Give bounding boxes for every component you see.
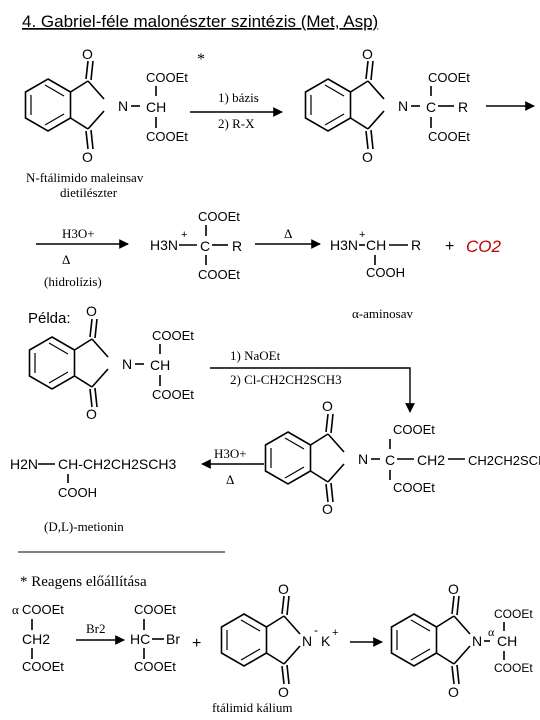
atom-o: O [362,149,373,165]
atom-r: R [458,99,468,115]
atom-cooh: COOH [366,265,405,280]
charge-plus: + [359,229,365,241]
phthalimide-k-caption: ftálimid kálium [212,700,293,715]
atom-cooet: COOEt [428,129,470,144]
alpha-amino-acid: + H3N CH R COOH [330,229,421,280]
phthalimidomalonate-start: O O N CH COOEt COOEt [24,46,188,165]
asterisk-mark: * [197,51,205,68]
start-compound-name: N-ftálimido maleinsav [26,170,144,185]
condition-heat: Δ [62,252,70,267]
atom-ch2: CH2 [417,452,445,468]
charge-minus: - [314,623,318,637]
atom-cooet: COOEt [152,387,194,402]
co2-byproduct: CO2 [466,237,502,256]
atom-o: O [448,684,459,700]
atom-o: O [82,46,93,62]
charge-plus: + [332,627,338,639]
atom-cooet: COOEt [428,70,470,85]
atom-cooet: COOEt [393,422,435,437]
charge-plus: + [181,229,187,241]
condition-heat-decarb: Δ [284,226,292,241]
atom-n: N [118,98,128,114]
atom-ch-chain: CH-CH2CH2SCH3 [58,456,176,472]
bromomalonate: COOEt HC Br COOEt [130,602,180,674]
condition-alkyl-chloride: 2) Cl-CH2CH2SCH3 [230,372,342,387]
atom-cooet: COOEt [494,661,533,675]
diethyl-malonate: α COOEt CH2 COOEt [12,602,64,674]
atom-cooet: COOEt [22,602,64,617]
condition-h3o: H3O+ [62,226,95,241]
condition-naoet: 1) NaOEt [230,348,281,363]
atom-o: O [278,581,289,597]
atom-o: O [448,581,459,597]
atom-n: N [398,98,408,114]
reaction-arrow-bent [210,367,415,413]
condition-hydrolysis: (hidrolízis) [44,274,102,289]
atom-ch: CH [366,237,386,253]
atom-o: O [86,303,97,319]
atom-o: O [82,149,93,165]
condition-alkylhalide: 2) R-X [218,116,255,131]
atom-n: N [302,633,312,649]
atom-o: O [322,501,333,517]
amino-acid-caption: α-aminosav [352,306,413,321]
atom-cooet: COOEt [494,607,533,621]
reagent-heading: * Reagens előállítása [20,574,147,590]
atom-cooh: COOH [58,485,97,500]
atom-c: C [426,99,436,115]
atom-ch: CH [150,357,170,373]
atom-hc: HC [130,631,150,647]
atom-o: O [322,398,333,414]
atom-r: R [411,237,421,253]
atom-cooet: COOEt [393,480,435,495]
aminomalonic-acid: COOEt + H3N C R COOEt [150,209,242,282]
atom-cooet: COOEt [134,602,176,617]
atom-h3n: H3N [330,237,358,253]
condition-h3o-final: H3O+ [214,446,247,461]
atom-h2n: H2N [10,456,38,472]
plus-sign: + [192,635,201,652]
atom-h3n: H3N [150,237,178,253]
atom-k: K [321,633,331,649]
alkylated-example: O O N C CH2 CH2CH2SCH3 COOEt COOEt [264,398,540,517]
atom-cooet: COOEt [152,328,194,343]
atom-o: O [362,46,373,62]
atom-n: N [122,356,132,372]
condition-base: 1) bázis [218,90,259,105]
atom-cooet: COOEt [198,267,240,282]
atom-cooet: COOEt [146,129,188,144]
atom-ch: CH [497,633,517,649]
methionine: H2N CH-CH2CH2SCH3 COOH [10,456,176,500]
phthalimidomalonate-product: O O N α CH COOEt COOEt [390,581,533,700]
potassium-phthalimide: O O N - K + [220,581,338,700]
atom-ch2: CH2 [22,631,50,647]
atom-n: N [472,633,482,649]
atom-n: N [358,451,368,467]
atom-ch: CH [146,99,166,115]
atom-o: O [86,406,97,422]
alpha-mark: α [488,625,495,639]
atom-r: R [232,238,242,254]
alkylated-malonate: O O N C R COOEt COOEt [304,46,470,165]
atom-c: C [200,238,210,254]
alpha-mark: α [12,602,19,617]
example-label: Példa: [28,310,71,327]
page-title: 4. Gabriel-féle malonészter szintézis (M… [22,12,378,31]
atom-c: C [385,452,395,468]
atom-o: O [278,684,289,700]
example-malonate: O O N CH COOEt COOEt [28,303,194,422]
atom-cooet: COOEt [146,70,188,85]
condition-heat-final: Δ [226,472,234,487]
atom-br: Br [166,631,180,647]
atom-cooet: COOEt [22,659,64,674]
start-compound-name-2: dietilészter [60,185,118,200]
atom-cooet: COOEt [198,209,240,224]
methionine-caption: (D,L)-metionin [44,519,124,534]
atom-cooet: COOEt [134,659,176,674]
atom-ch2-chain: CH2CH2SCH3 [468,453,540,468]
plus-sign: + [445,238,454,255]
condition-bromine: Br2 [86,621,106,636]
